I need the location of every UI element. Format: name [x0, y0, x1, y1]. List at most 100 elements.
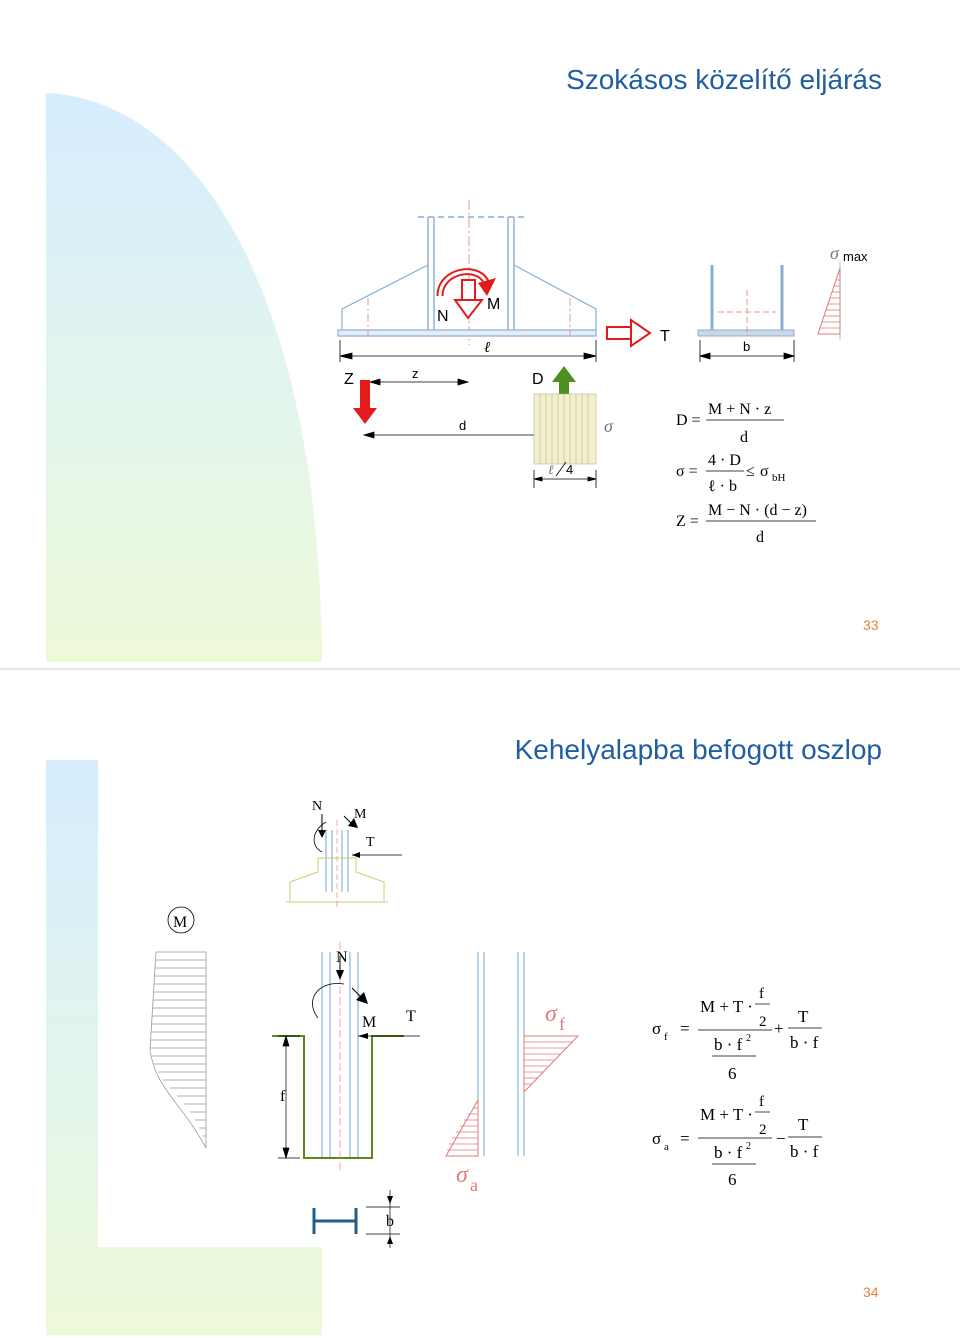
- label-N: N: [437, 308, 449, 325]
- sa-lhs: σ: [652, 1129, 661, 1148]
- label-sigma-f-sub: f: [559, 1014, 565, 1034]
- slide-33: Szokásos közelítő eljárás: [0, 0, 960, 668]
- sf-T: T: [798, 1007, 809, 1026]
- moment-arrow: [436, 268, 496, 297]
- label-sigma: σ: [604, 416, 614, 436]
- dimension-b: [698, 340, 796, 362]
- slide-background: [46, 93, 322, 662]
- label-T: T: [660, 328, 670, 345]
- dimension-quarter-ell: [533, 470, 597, 488]
- compression-block: [533, 393, 597, 465]
- slide-title: Kehelyalapba befogott oszlop: [514, 734, 882, 765]
- label-M: M: [362, 1014, 376, 1031]
- dimension-ell: [339, 340, 597, 362]
- label-N-small: N: [312, 799, 322, 814]
- bolt-lines: [367, 298, 571, 336]
- decorative-gradient-shape: [46, 760, 322, 1335]
- label-quarter-ell: ℓ: [548, 462, 554, 477]
- sf-top: M + T ·: [700, 997, 753, 1016]
- formula-Z-lhs: Z =: [676, 513, 699, 530]
- formula-sigma-rhs-sub: bH: [772, 472, 786, 484]
- sf-mid: b · f: [714, 1035, 743, 1054]
- sa-top-f: f: [759, 1094, 764, 1110]
- sa-top: M + T ·: [700, 1105, 753, 1124]
- sa-top-2: 2: [759, 1122, 767, 1138]
- sa-op: −: [776, 1129, 786, 1148]
- label-b: b: [743, 339, 750, 354]
- sf-op: +: [774, 1019, 784, 1038]
- side-view-plate: [697, 329, 795, 337]
- bracket-b: [312, 1190, 400, 1248]
- slide-background: [46, 760, 322, 1335]
- formula-Z-den: d: [756, 529, 764, 546]
- sf-lhs: σ: [652, 1019, 661, 1038]
- label-Z: Z: [344, 371, 354, 388]
- label-N: N: [336, 949, 348, 966]
- slide-title: Szokásos közelítő eljárás: [566, 64, 882, 95]
- overview-sketch: [286, 814, 402, 910]
- formula-sigma-num: 4 · D: [708, 452, 741, 469]
- slide-divider: [0, 668, 960, 670]
- formula-block: D = M + N · z d σ = 4 · D ℓ · b ≤ σ bH Z…: [676, 401, 816, 546]
- moment-circle: [167, 906, 195, 934]
- sa-mid: b · f: [714, 1143, 743, 1162]
- label-ell: ℓ: [484, 340, 490, 356]
- sf-top-2: 2: [759, 1014, 767, 1030]
- page-number: 34: [863, 1284, 879, 1300]
- formula-D-num: M + N · z: [708, 401, 771, 418]
- sf-mid-exp: 2: [746, 1033, 751, 1044]
- footing-diagram: N M T ℓ b Z z D d σ ℓ 4 σ max D = M + N …: [337, 200, 868, 546]
- label-D: D: [532, 371, 544, 388]
- moment-diagram: [149, 951, 207, 1149]
- formula-sigma-lhs: σ =: [676, 463, 698, 480]
- main-column: [321, 952, 359, 1159]
- label-M-circle: M: [173, 914, 187, 931]
- sf-sub: f: [664, 1031, 668, 1043]
- tension-arrow-Z: [353, 380, 377, 424]
- formula-sigma-f: σ f = M + T · f 2 b · f 2 6 + T b · f: [652, 986, 822, 1083]
- sf-top-f: f: [759, 986, 764, 1002]
- sf-bf: b · f: [790, 1033, 819, 1052]
- label-b: b: [386, 1213, 394, 1230]
- sa-six: 6: [728, 1170, 737, 1189]
- slide-34: Kehelyalapba befogott oszlop N M T M: [0, 670, 960, 1338]
- formula-sigma-den: ℓ · b: [708, 478, 737, 495]
- sa-eq: =: [680, 1129, 690, 1148]
- socket-outline: [272, 1035, 404, 1159]
- side-view-column: [710, 265, 784, 330]
- formula-D-lhs: D =: [676, 412, 701, 429]
- label-d: d: [459, 418, 466, 433]
- sa-T: T: [798, 1115, 809, 1134]
- label-sigma-max: σ: [830, 243, 840, 263]
- formula-sigma-rhs: σ: [760, 463, 769, 480]
- sa-sub: a: [664, 1141, 669, 1153]
- label-z: z: [412, 366, 419, 381]
- label-quarter-four: 4: [566, 462, 573, 477]
- label-sigma-a: σ: [456, 1162, 469, 1188]
- formula-D-den: d: [740, 429, 748, 446]
- label-T: T: [406, 1008, 416, 1025]
- footing-outline: [337, 264, 597, 337]
- force-arrow-T: [606, 318, 652, 348]
- socket-diagram: N M T M: [149, 799, 822, 1248]
- stress-triangle-max: [817, 262, 841, 340]
- label-sigma-a-sub: a: [470, 1175, 478, 1195]
- label-f: f: [280, 1088, 286, 1105]
- sa-mid-exp: 2: [746, 1141, 751, 1152]
- label-M-small: M: [354, 807, 367, 822]
- formula-Z-num: M − N · (d − z): [708, 502, 807, 519]
- dimension-f: [278, 1034, 300, 1160]
- stress-distribution: [445, 952, 580, 1157]
- quarter-slash: [555, 461, 567, 477]
- label-T-small: T: [366, 835, 375, 850]
- label-sigma-max-sub: max: [843, 249, 868, 264]
- label-M: M: [487, 296, 500, 313]
- sf-six: 6: [728, 1064, 737, 1083]
- sf-eq: =: [680, 1019, 690, 1038]
- formula-sigma-rel: ≤: [746, 463, 755, 480]
- column: [418, 216, 524, 330]
- decorative-gradient-shape: [46, 93, 322, 662]
- dimension-z: [368, 378, 470, 386]
- force-arrow-N: [453, 279, 485, 320]
- sa-bf: b · f: [790, 1142, 819, 1161]
